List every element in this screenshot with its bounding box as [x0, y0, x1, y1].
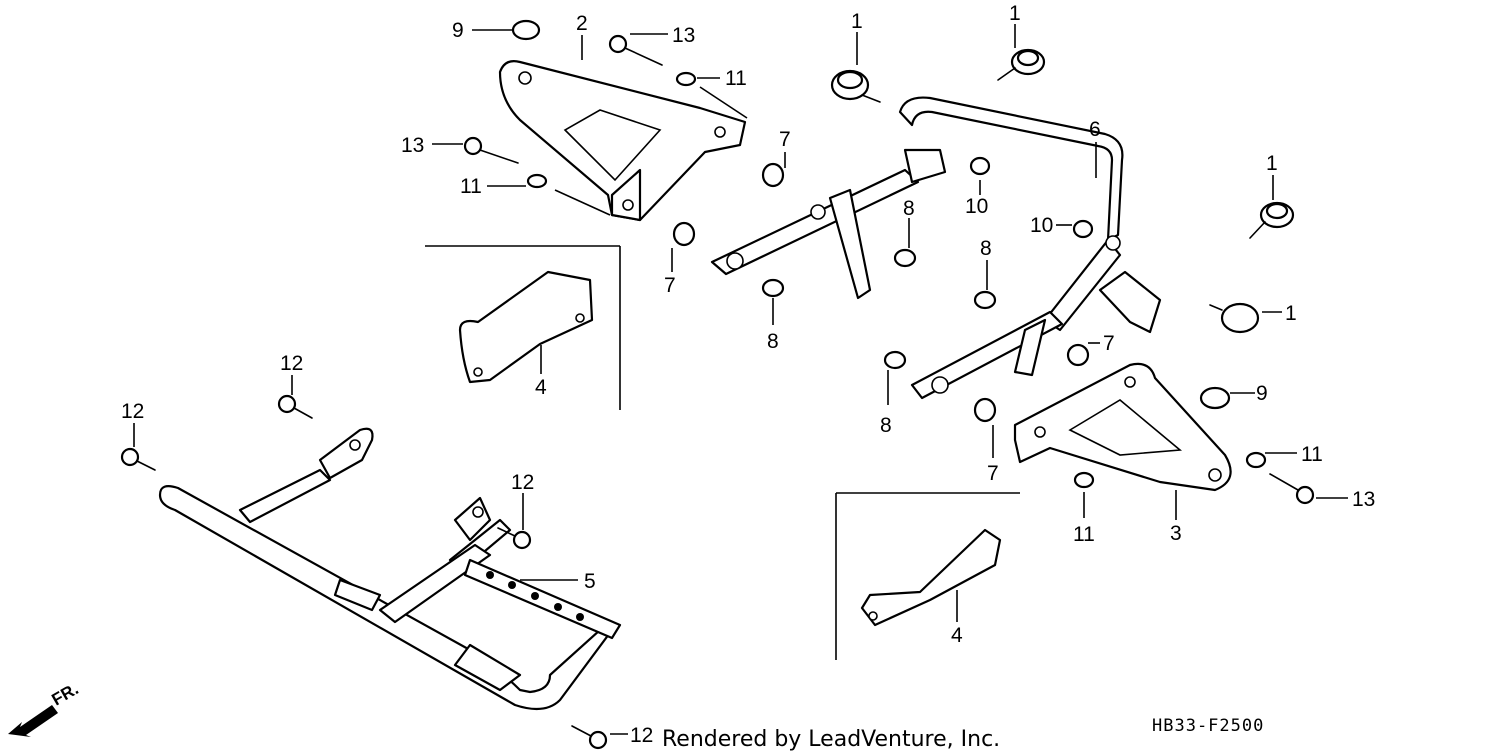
callout-13: 13 [672, 24, 695, 47]
callout-7: 7 [664, 274, 676, 297]
washer [1073, 471, 1095, 489]
grommet [672, 221, 696, 247]
collar [973, 290, 997, 310]
hardware-items [120, 19, 1315, 750]
long-bolt [1269, 473, 1315, 505]
callout-13: 13 [1352, 488, 1375, 511]
collar [893, 248, 917, 268]
callout-2: 2 [576, 12, 588, 35]
callout-11: 11 [1301, 443, 1323, 466]
callout-11: 11 [1073, 523, 1095, 546]
callout-9: 9 [452, 19, 464, 42]
rubber-mount [997, 48, 1046, 81]
callout-1: 1 [851, 10, 863, 33]
collar [761, 278, 785, 298]
callout-12: 12 [630, 724, 653, 747]
callout-12: 12 [121, 400, 144, 423]
callout-7: 7 [1103, 332, 1115, 355]
nut [969, 156, 991, 176]
callout-8: 8 [767, 330, 779, 353]
callout-10: 10 [965, 195, 988, 218]
leader-lines [133, 24, 1348, 735]
diagram-code: HB33-F2500 [1152, 716, 1264, 736]
callout-labels: 1 1 1 1 2 3 4 4 5 6 7 7 7 7 8 8 8 8 9 9 … [121, 2, 1375, 747]
washer [675, 71, 697, 87]
rubber-mount [1209, 302, 1260, 334]
handle-bar-frame [710, 96, 1162, 400]
callout-9: 9 [1256, 382, 1268, 405]
callout-1: 1 [1285, 302, 1297, 325]
grommet [761, 162, 785, 188]
callout-12: 12 [280, 352, 303, 375]
rubber-mount [830, 69, 881, 103]
cap [511, 19, 541, 41]
front-direction-marker: FR. [8, 679, 82, 737]
bolt [497, 527, 532, 550]
bracket-right [1013, 362, 1232, 492]
front-label: FR. [49, 679, 82, 709]
front-arrow-icon [8, 705, 58, 737]
callout-5: 5 [584, 570, 596, 593]
grommet [1066, 343, 1090, 367]
washer [1245, 451, 1267, 469]
callout-4: 4 [535, 376, 547, 399]
callout-11: 11 [460, 175, 482, 198]
callout-7: 7 [779, 128, 791, 151]
callout-12: 12 [511, 471, 534, 494]
callout-8: 8 [880, 414, 892, 437]
callout-10: 10 [1030, 214, 1053, 237]
callout-8: 8 [903, 197, 915, 220]
callout-11: 11 [725, 67, 747, 90]
bolt [277, 394, 313, 419]
callout-1: 1 [1266, 152, 1278, 175]
long-bolt [608, 34, 663, 66]
nut [1072, 219, 1094, 239]
cap [1199, 386, 1231, 410]
credit-text: Rendered by LeadVenture, Inc. [662, 727, 1000, 752]
grommet [973, 397, 997, 423]
callout-13: 13 [401, 134, 424, 157]
bolt [120, 447, 156, 471]
collar [883, 350, 907, 370]
cover-plate-left [425, 245, 621, 410]
callout-8: 8 [980, 237, 992, 260]
cover-plate-right [835, 492, 1020, 660]
callout-1: 1 [1009, 2, 1021, 25]
callout-3: 3 [1170, 522, 1182, 545]
washer [526, 173, 548, 189]
callout-4: 4 [951, 624, 963, 647]
rubber-mount [1249, 201, 1295, 239]
callout-7: 7 [987, 462, 999, 485]
callout-6: 6 [1089, 118, 1101, 141]
long-bolt [463, 136, 519, 164]
bracket-left [498, 60, 747, 222]
lower-guard [158, 427, 622, 711]
bolt [571, 725, 608, 750]
